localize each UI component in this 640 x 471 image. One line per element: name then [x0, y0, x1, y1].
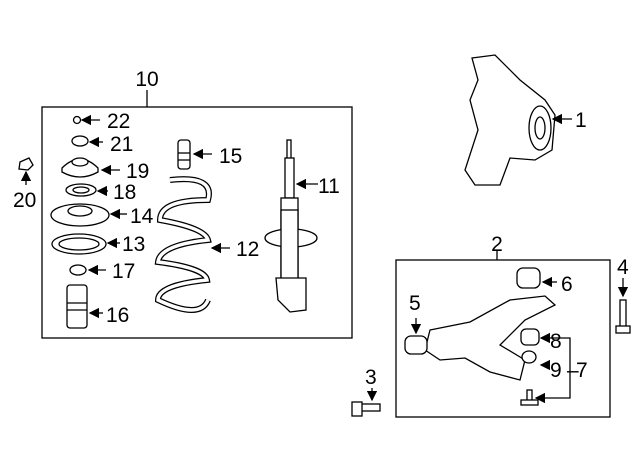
- part-6-bushing[interactable]: 6: [516, 267, 573, 296]
- control-arm-group: 2 6 5 8 9 – 7: [395, 233, 611, 418]
- group-box: [41, 106, 353, 339]
- callout-13: 13: [122, 233, 145, 256]
- part-4-bolt[interactable]: 4: [615, 256, 631, 334]
- part-13-insulator[interactable]: 13: [51, 233, 145, 256]
- part-14-seat[interactable]: 14: [50, 203, 154, 228]
- part-8-bushing[interactable]: 8: [520, 328, 562, 353]
- group-box: [395, 259, 611, 418]
- part-5-bushing[interactable]: 5: [404, 292, 428, 355]
- callout-5: 5: [409, 292, 421, 315]
- part-1-knuckle[interactable]: 1: [464, 54, 587, 186]
- part-ball-joint-bolt[interactable]: [520, 389, 539, 406]
- callout-20: 20: [13, 189, 36, 212]
- callout-18: 18: [113, 181, 136, 204]
- callout-1: 1: [575, 109, 587, 132]
- callout-11: 11: [318, 175, 340, 198]
- callout-15: 15: [219, 145, 242, 168]
- part-22-nut[interactable]: 22: [72, 110, 131, 133]
- callout-22: 22: [107, 110, 130, 133]
- part-17-plate[interactable]: 17: [69, 260, 135, 283]
- callout-21: 21: [110, 133, 133, 156]
- callout-10: 10: [135, 68, 158, 91]
- part-21-washer[interactable]: 21: [71, 133, 133, 156]
- part-11-strut[interactable]: 11: [264, 139, 340, 313]
- callout-12: 12: [236, 238, 259, 261]
- callout-2: 2: [491, 233, 503, 256]
- callout-7-bracket: – 7: [534, 332, 588, 404]
- part-3-bolt[interactable]: 3: [351, 366, 381, 417]
- part-16-bumper[interactable]: 16: [66, 284, 129, 329]
- part-9-bushing[interactable]: 9: [521, 350, 562, 382]
- strut-assembly-group: 10 22 21 19 18 14 13 17 16 15 12 11: [41, 68, 353, 339]
- callout-7: 7: [576, 359, 588, 382]
- part-19-mount[interactable]: 19: [61, 157, 149, 183]
- callout-9: 9: [550, 359, 562, 382]
- callout-14: 14: [130, 205, 154, 228]
- callout-6: 6: [561, 273, 573, 296]
- callout-17: 17: [112, 260, 135, 283]
- part-18-bearing[interactable]: 18: [65, 181, 136, 204]
- callout-8: 8: [550, 330, 562, 353]
- callout-7-dash: –: [567, 359, 579, 382]
- callout-16: 16: [106, 304, 129, 327]
- callout-4: 4: [617, 256, 629, 279]
- callout-3: 3: [365, 366, 377, 389]
- part-12-coil-spring[interactable]: 12: [154, 176, 259, 313]
- part-20-nut[interactable]: 20: [13, 157, 36, 212]
- callout-19: 19: [126, 160, 149, 183]
- part-15-bump-stop[interactable]: 15: [177, 139, 242, 170]
